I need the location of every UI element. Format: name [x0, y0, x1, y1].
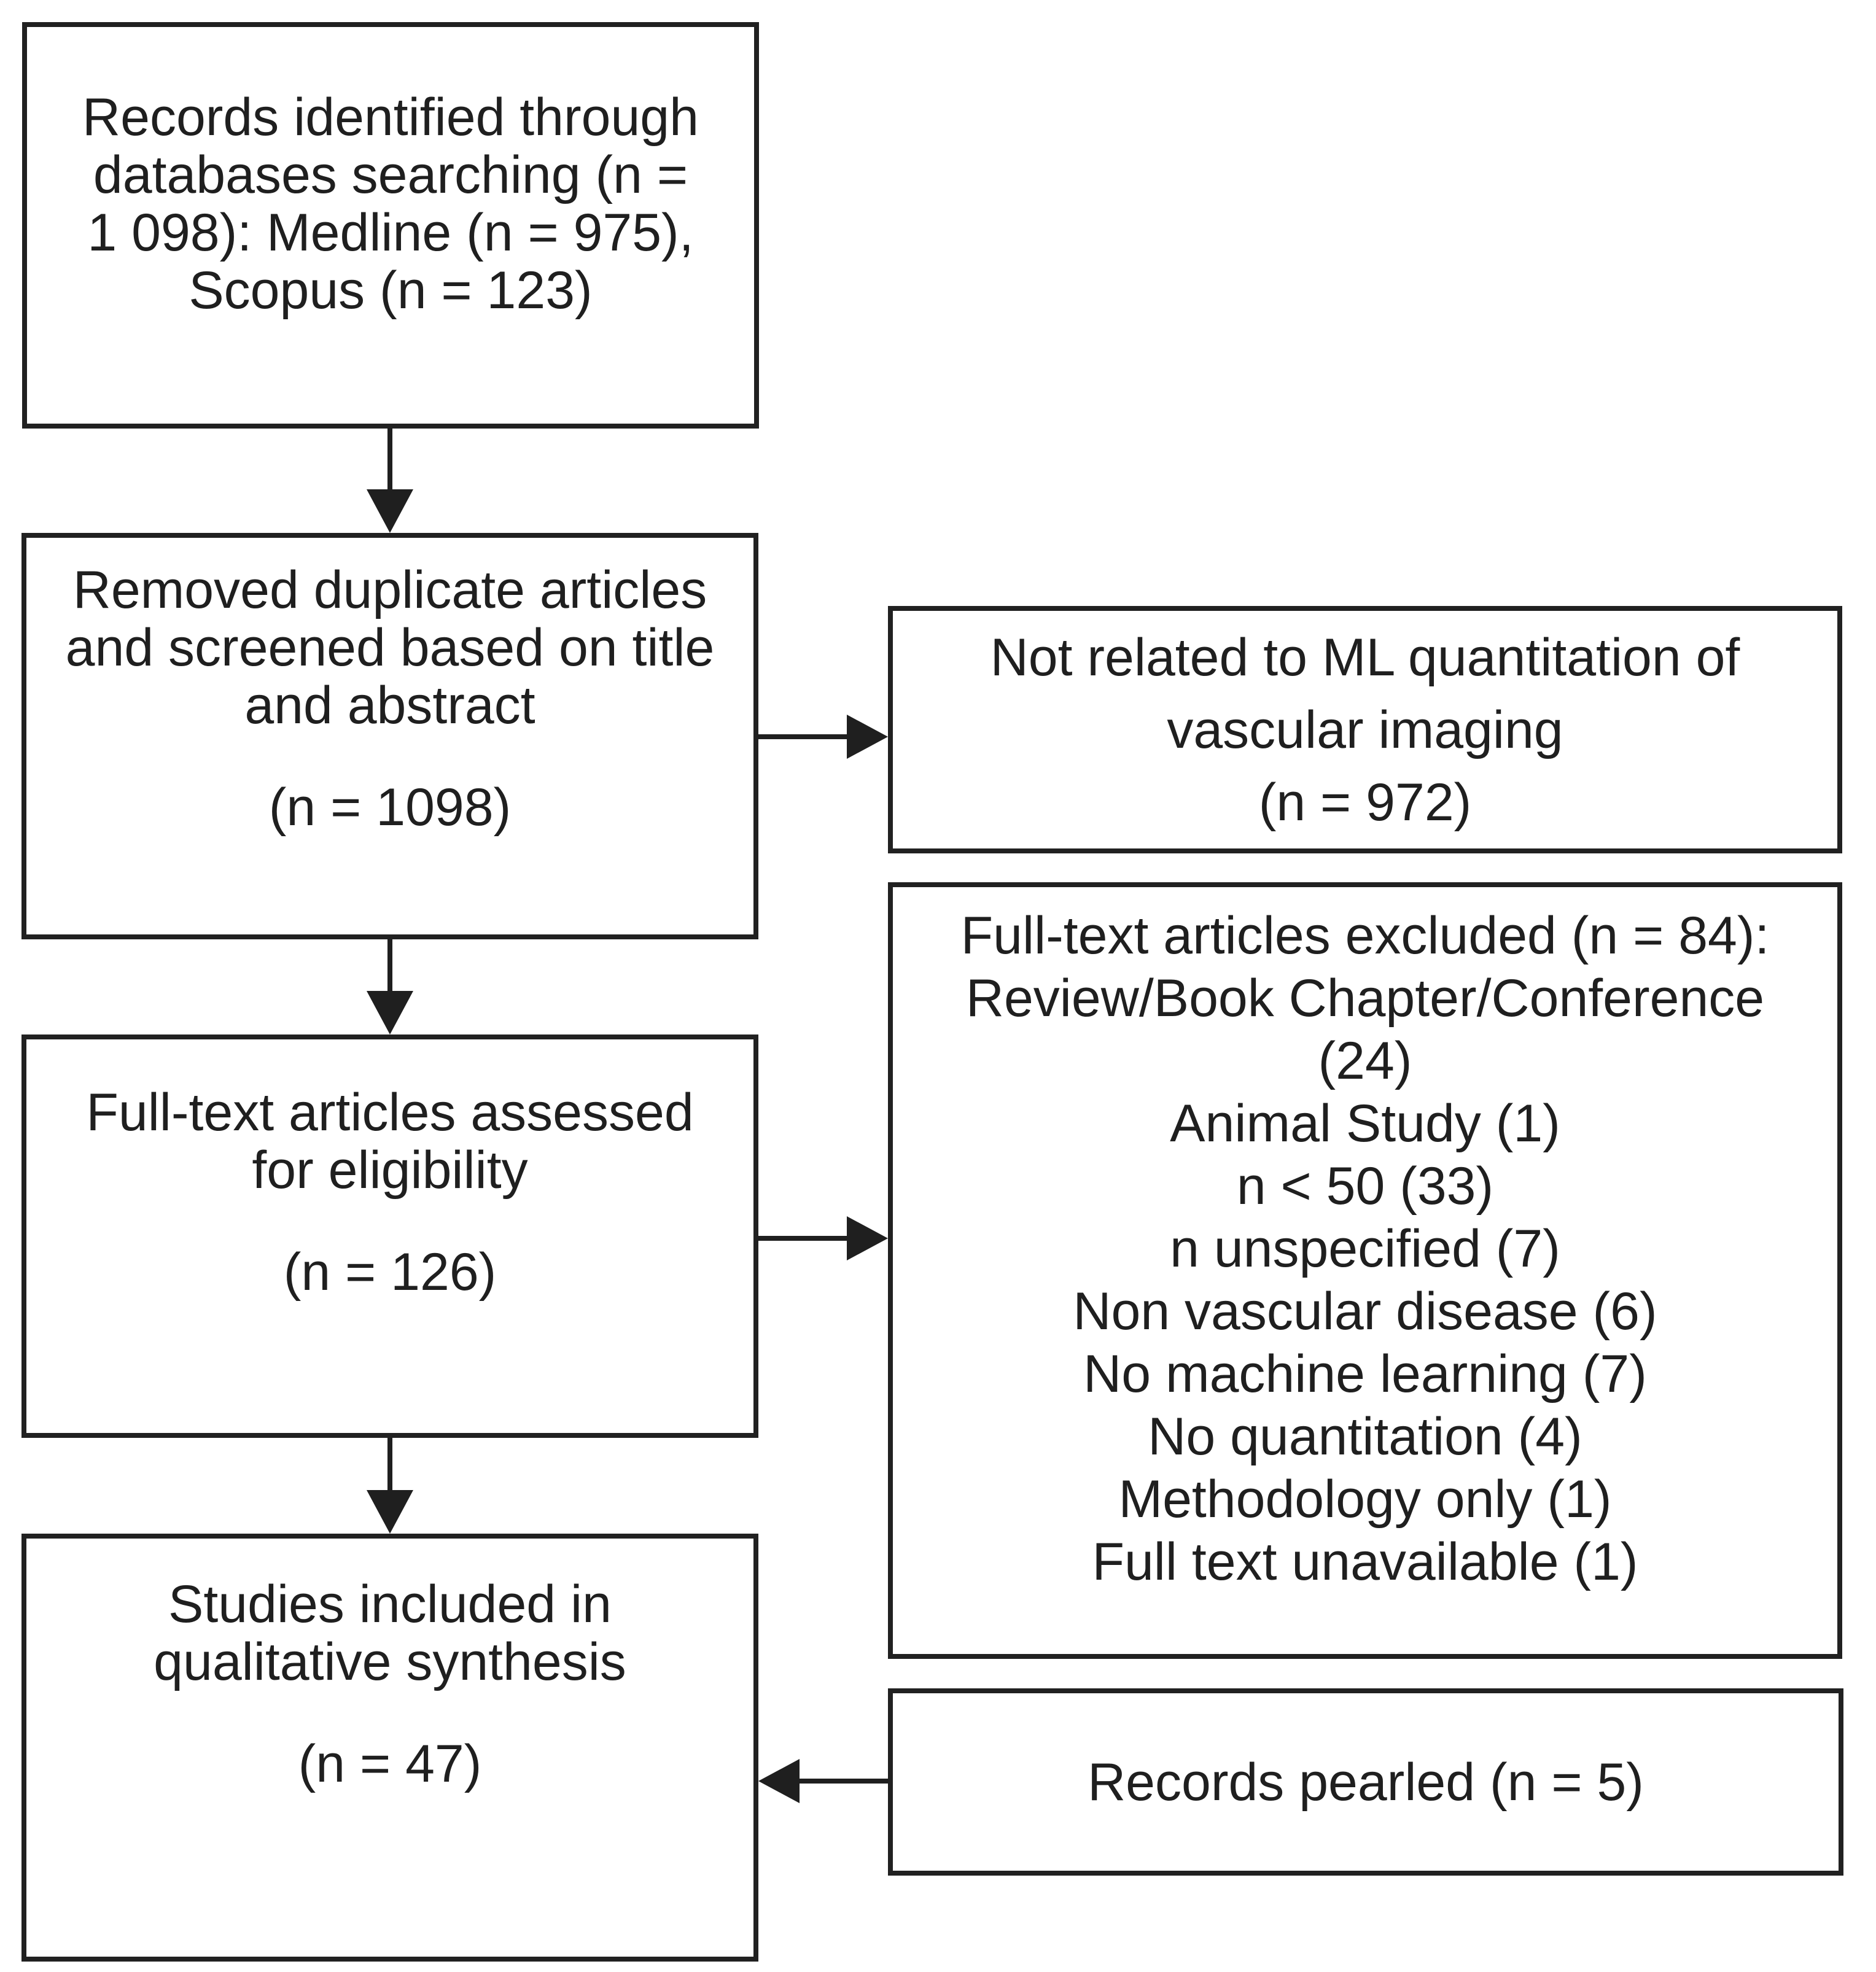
text-line: Animal Study (1) [1170, 1094, 1560, 1153]
arrow-stem [757, 1236, 847, 1241]
arrow-stem [387, 1438, 392, 1490]
text-line [383, 734, 397, 778]
text-line: vascular imaging [1167, 700, 1563, 759]
arrow-head-right-icon [847, 1216, 888, 1260]
text-line: qualitative synthesis [154, 1632, 626, 1691]
text-line: Records pearled (n = 5) [1088, 1752, 1644, 1812]
text-line: n < 50 (33) [1236, 1157, 1494, 1216]
text-line: Full-text articles assessed [86, 1083, 694, 1142]
text-line: databases searching (n = [93, 146, 688, 204]
text-line: No machine learning (7) [1083, 1345, 1647, 1403]
box-not-related-excluded: Not related to ML quantitation of vascula… [888, 606, 1842, 853]
text-line: Methodology only (1) [1118, 1470, 1612, 1529]
text-line: n unspecified (7) [1170, 1219, 1560, 1278]
text-line: (24) [1318, 1031, 1412, 1090]
text-line: Removed duplicate articles [72, 561, 707, 619]
arrow-stem [387, 939, 392, 991]
text-line: (n = 47) [298, 1734, 482, 1793]
text-line: Scopus (n = 123) [189, 261, 593, 320]
arrow-head-down-icon [367, 489, 413, 533]
arrow-head-left-icon [758, 1759, 800, 1803]
text-line: (n = 972) [1258, 772, 1472, 832]
arrow-head-down-icon [367, 1490, 413, 1534]
arrow-head-right-icon [847, 715, 888, 759]
box-records-pearled: Records pearled (n = 5) [888, 1688, 1843, 1876]
text-line: for eligibility [252, 1141, 528, 1200]
text-line [383, 1199, 397, 1243]
text-line: Full-text articles excluded (n = 84): [960, 906, 1770, 965]
text-line: Review/Book Chapter/Conference [965, 969, 1765, 1028]
arrow-head-down-icon [367, 991, 413, 1035]
arrow-stem [387, 428, 392, 489]
text-line: (n = 1098) [268, 778, 512, 837]
box-fulltext-excluded: Full-text articles excluded (n = 84):Rev… [888, 882, 1842, 1659]
text-line: and screened based on title [65, 618, 715, 677]
text-line: Full text unavailable (1) [1092, 1532, 1638, 1591]
text-line: Non vascular disease (6) [1073, 1282, 1657, 1341]
text-line: and abstract [244, 676, 535, 735]
text-line: Records identified through [82, 88, 699, 147]
text-line: 1 098): Medline (n = 975), [87, 203, 694, 262]
text-line: (n = 126) [283, 1243, 497, 1302]
text-line: Not related to ML quantitation of [990, 627, 1740, 687]
arrow-stem [800, 1779, 889, 1784]
text-line: Studies included in [168, 1575, 612, 1634]
arrow-stem [757, 734, 847, 739]
text-line [383, 1691, 397, 1735]
text-line: No quantitation (4) [1148, 1407, 1582, 1466]
